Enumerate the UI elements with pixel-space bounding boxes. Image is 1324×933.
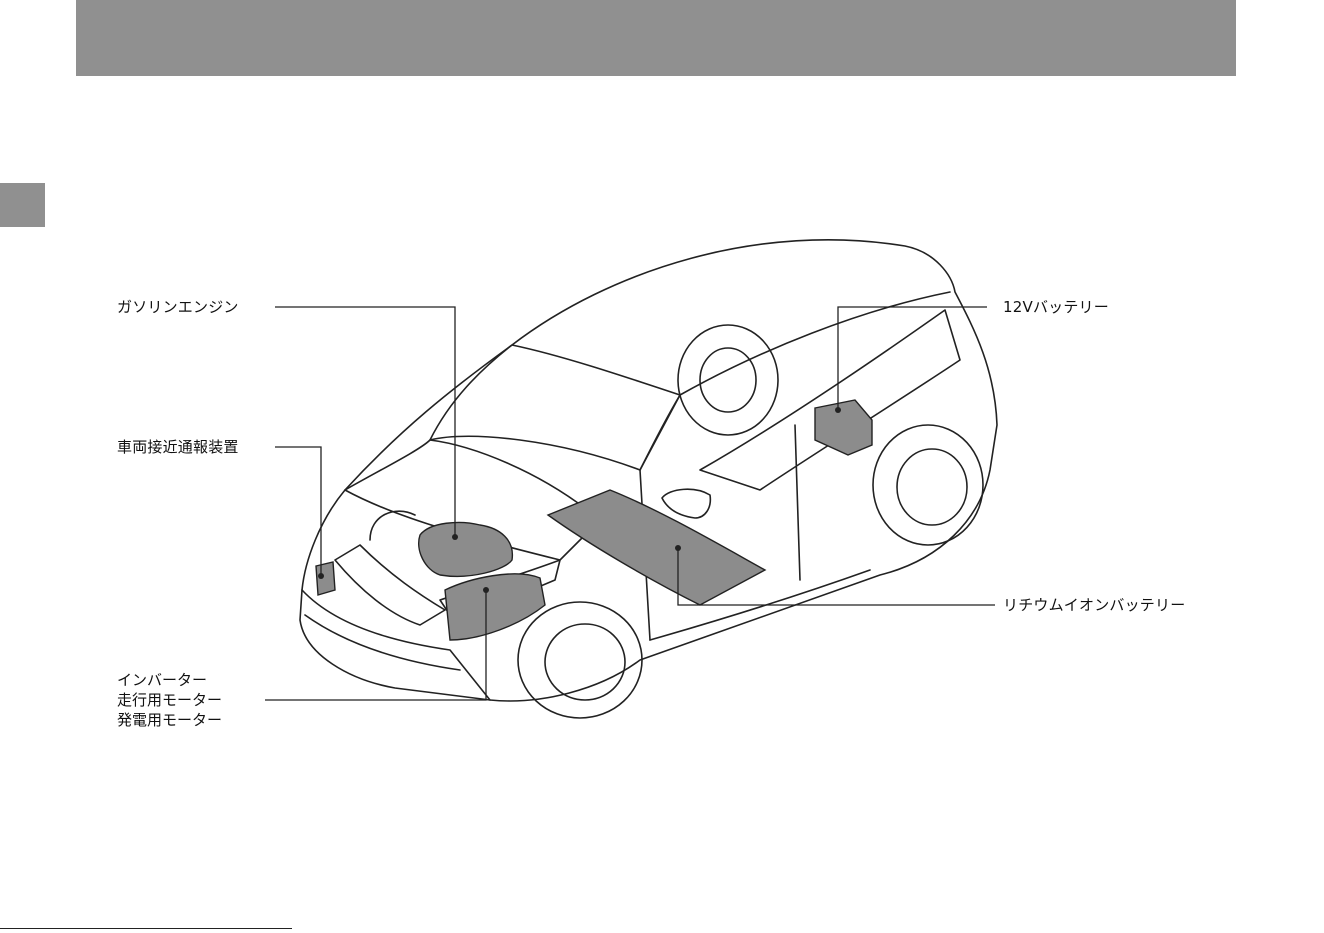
front-wheel	[518, 602, 642, 718]
approach-warning-shape	[316, 562, 335, 595]
leader-gasoline-engine	[275, 307, 455, 537]
battery-12v-shape	[815, 400, 872, 455]
callout-gasoline-engine: ガソリンエンジン	[117, 297, 239, 317]
callout-lithium-battery: リチウムイオンバッテリー	[1003, 595, 1185, 615]
gasoline-engine-shape	[419, 522, 513, 576]
side-window	[700, 310, 960, 490]
spare-tire	[678, 325, 778, 435]
a-pillar	[640, 395, 680, 470]
motor-inverter-shape	[445, 574, 545, 640]
leader-approach-warning	[275, 447, 321, 576]
leader-12v-battery	[838, 307, 987, 410]
callout-generator-motor: 発電用モーター	[117, 710, 222, 730]
windshield	[430, 345, 680, 470]
rear-door	[795, 425, 800, 580]
callout-motor-group: インバーター 走行用モーター 発電用モーター	[117, 670, 222, 730]
footer-rule	[0, 928, 292, 929]
car-body-outline	[300, 240, 997, 701]
side-mirror	[662, 489, 710, 518]
callout-traction-motor: 走行用モーター	[117, 690, 222, 710]
lithium-battery-shape	[548, 490, 765, 605]
callout-approach-warning: 車両接近通報装置	[117, 437, 239, 457]
callout-12v-battery: 12Vバッテリー	[1003, 297, 1109, 317]
callout-inverter: インバーター	[117, 670, 222, 690]
